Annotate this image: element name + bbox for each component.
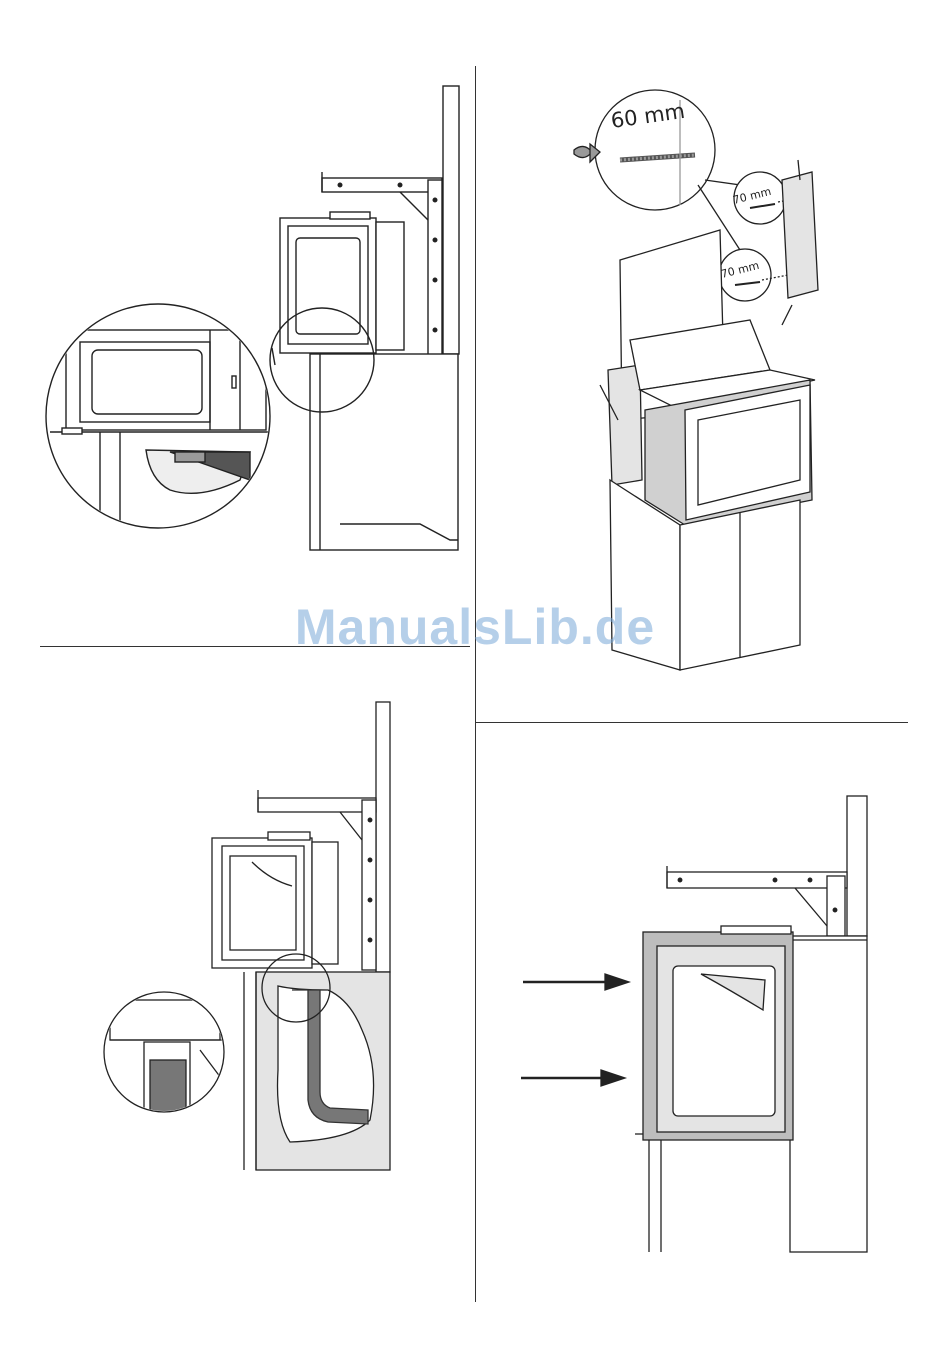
watermark: ManualsLib.de	[0, 598, 950, 656]
figure-insert-front	[515, 790, 875, 1260]
vertical-divider	[475, 66, 476, 1302]
figure-bolt-install: 60 mm 70 mm 70 mm	[560, 80, 860, 680]
figure-insert-on-frame	[40, 80, 470, 560]
figure-duct-connection	[100, 690, 400, 1180]
right-horizontal-divider	[475, 722, 908, 723]
